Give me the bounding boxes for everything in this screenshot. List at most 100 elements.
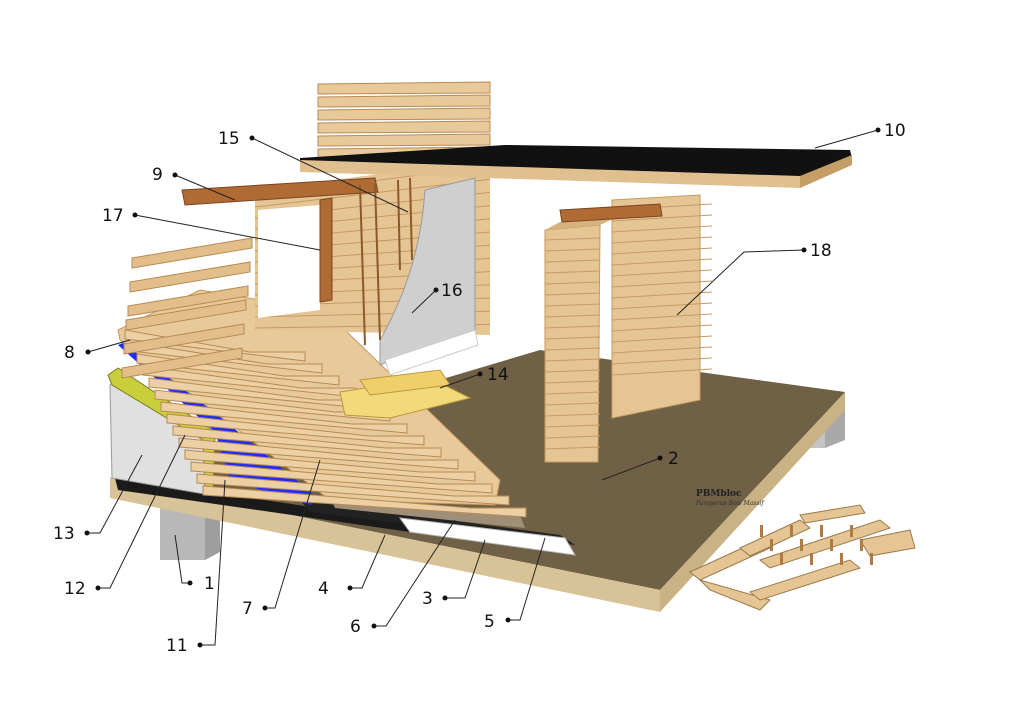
timber-joint: [544, 435, 601, 439]
roof-slab: [300, 145, 852, 188]
timber-joint: [611, 335, 713, 343]
timber-joint: [544, 446, 601, 450]
stack-top: [317, 81, 491, 160]
callout-18: 18: [810, 241, 832, 261]
timber-joint: [544, 336, 601, 340]
timber-joint: [611, 247, 713, 255]
timber-joint: [611, 225, 713, 233]
vertical-rods: [359, 177, 413, 346]
timber-course: [129, 261, 251, 293]
timber-joint: [544, 358, 601, 362]
timber-course: [166, 413, 425, 446]
timber-joint: [544, 303, 601, 307]
leader-lines: [87, 129, 879, 646]
callout-16: 16: [441, 281, 463, 301]
timber-course: [317, 107, 491, 121]
timber-joint: [544, 248, 601, 252]
timber-course: [810, 553, 813, 565]
timber-course: [758, 519, 892, 569]
timber-joint: [544, 413, 601, 417]
timber-course: [748, 559, 862, 601]
timber-course: [820, 525, 823, 537]
timber-joint: [611, 291, 713, 299]
timber-joint: [611, 313, 713, 321]
timber-course: [123, 323, 245, 355]
timber-joint: [544, 347, 601, 351]
timber-joint: [611, 346, 713, 354]
timber-joint: [544, 325, 601, 329]
timber-course: [317, 81, 491, 95]
timber-course: [850, 525, 853, 537]
callout-11: 11: [166, 636, 188, 656]
timber-course: [127, 285, 249, 317]
callout-14: 14: [487, 365, 509, 385]
callout-4: 4: [318, 579, 329, 599]
timber-joint: [611, 214, 713, 222]
timber-joint: [544, 270, 601, 274]
timber-course: [830, 539, 833, 551]
timber-joint: [544, 237, 601, 241]
callout-8: 8: [64, 343, 75, 363]
timber-course: [800, 539, 803, 551]
inset-model: [689, 504, 916, 611]
leader-dots: [84, 127, 881, 648]
timber-course: [870, 553, 873, 565]
timber-course: [178, 437, 459, 470]
timber-joint: [544, 314, 601, 318]
timber-joint: [611, 357, 713, 365]
timber-joint: [544, 281, 601, 285]
timber-course: [760, 525, 763, 537]
timber-joint: [544, 292, 601, 296]
timber-course: [317, 133, 491, 147]
callout-labels: 1 2 3 4 5 6 7 8 9 10 11 12 13 14 15 16 1…: [53, 121, 906, 656]
callout-1: 1: [204, 574, 215, 594]
brand-subtitle: Paraperas Bois Massif: [695, 500, 765, 507]
timber-joint: [544, 369, 601, 373]
brand-inset: PBMbloc Paraperas Bois Massif: [689, 489, 916, 611]
front-left-wall: [117, 237, 527, 518]
timber-joint: [611, 324, 713, 332]
timber-joint: [544, 402, 601, 406]
callout-10: 10: [884, 121, 906, 141]
timber-course: [698, 578, 771, 611]
timber-course: [125, 299, 247, 331]
timber-course: [184, 449, 476, 482]
right-walls: [544, 194, 713, 463]
timber-course: [196, 473, 510, 506]
callout-5: 5: [484, 612, 495, 632]
callout-6: 6: [350, 617, 361, 637]
callout-9: 9: [152, 165, 163, 185]
timber-course: [202, 485, 527, 518]
timber-course: [190, 461, 493, 494]
timber-course: [840, 553, 843, 565]
back-wall: [254, 160, 491, 376]
timber-course: [131, 237, 253, 269]
timber-course: [124, 329, 306, 362]
timber-joint: [611, 368, 713, 376]
timber-joint: [544, 380, 601, 384]
timber-joint: [544, 391, 601, 395]
timber-joint: [611, 258, 713, 266]
timber-joint: [611, 236, 713, 244]
timber-course: [860, 539, 863, 551]
floor-boards: [339, 369, 472, 419]
timber-joint: [611, 302, 713, 310]
timber-course: [780, 553, 783, 565]
callout-17: 17: [102, 206, 124, 226]
timber-joint: [544, 424, 601, 428]
timber-course: [770, 539, 773, 551]
timber-course: [121, 347, 243, 379]
timber-course: [172, 425, 442, 458]
timber-course: [790, 525, 793, 537]
timber-course: [317, 120, 491, 134]
timber-course: [859, 529, 916, 557]
timber-joint: [544, 259, 601, 263]
brand-name: PBMbloc: [696, 489, 742, 499]
timber-joint: [611, 280, 713, 288]
timber-course: [799, 504, 866, 524]
callout-7: 7: [242, 599, 253, 619]
callout-15: 15: [218, 129, 240, 149]
timber-course: [317, 94, 491, 108]
timber-joint: [611, 269, 713, 277]
